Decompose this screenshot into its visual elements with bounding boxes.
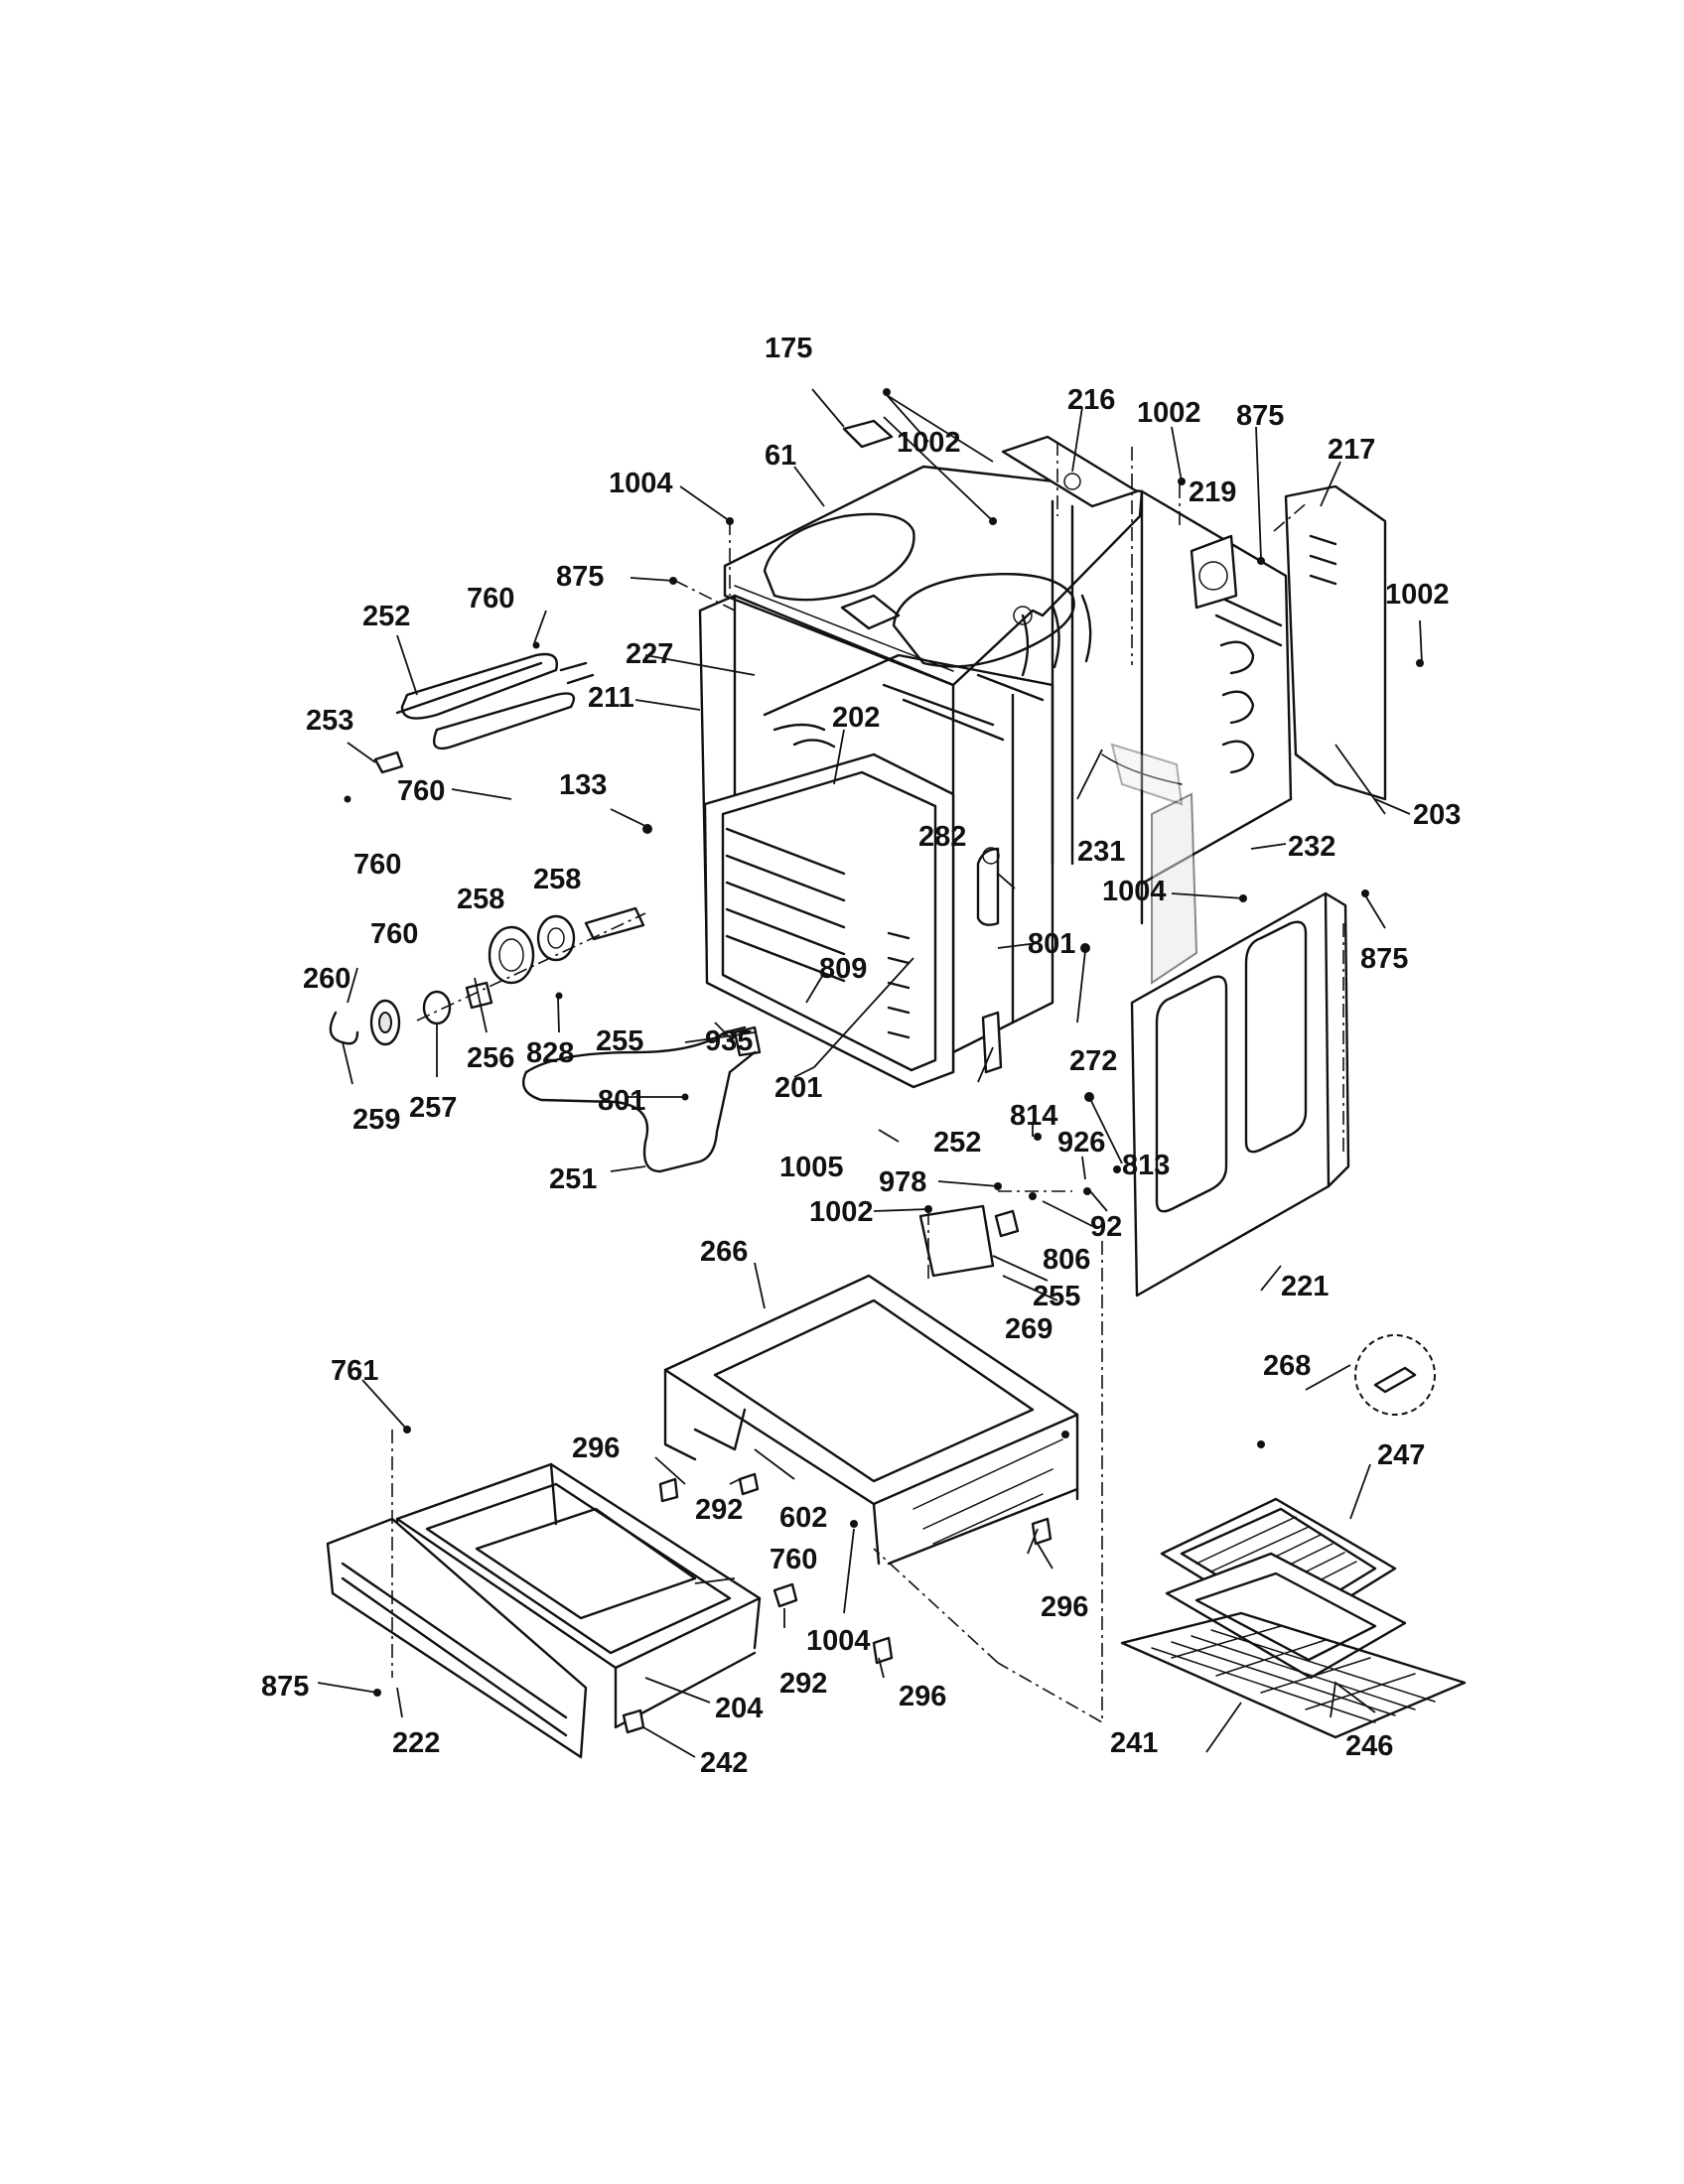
leader-lines	[317, 388, 1423, 1758]
label-211: 211	[588, 682, 634, 714]
label-875-b: 875	[556, 561, 604, 593]
label-292-a: 292	[695, 1494, 743, 1526]
alignment-lines	[391, 442, 1344, 1724]
rear-cover-panel	[1284, 484, 1387, 801]
label-260: 260	[303, 963, 351, 995]
label-760-a: 760	[467, 583, 514, 614]
label-1002-b: 1002	[1137, 397, 1201, 429]
label-231: 231	[1077, 836, 1125, 868]
label-1002-a: 1002	[897, 427, 961, 459]
top-panel	[723, 465, 1144, 687]
label-133: 133	[559, 769, 607, 801]
label-761: 761	[331, 1355, 378, 1387]
label-201: 201	[774, 1072, 822, 1104]
label-266: 266	[700, 1236, 748, 1268]
callout-labels: 175 1002 216 1002 875 217 61 1004 219 10…	[261, 333, 1461, 1779]
label-253: 253	[306, 705, 353, 737]
label-1004-c: 1004	[806, 1625, 871, 1657]
label-255-b: 255	[1033, 1281, 1080, 1312]
label-801-b: 801	[598, 1085, 645, 1117]
oven-light-assembly	[329, 906, 646, 1046]
broil-element	[344, 641, 595, 803]
label-255-a: 255	[596, 1025, 643, 1057]
label-221: 221	[1281, 1271, 1329, 1302]
label-926: 926	[1057, 1127, 1105, 1159]
bake-element	[521, 1025, 762, 1173]
label-252-a: 252	[362, 601, 410, 632]
label-978: 978	[879, 1166, 926, 1198]
label-760-c: 760	[353, 849, 401, 881]
detail-inset	[1354, 1334, 1436, 1416]
label-241: 241	[1110, 1727, 1158, 1759]
label-61: 61	[765, 440, 796, 472]
label-252-b: 252	[933, 1127, 981, 1159]
label-282: 282	[918, 821, 966, 853]
side-panel	[1130, 891, 1350, 1297]
label-92: 92	[1090, 1211, 1122, 1243]
label-202: 202	[832, 702, 880, 734]
label-1002-c: 1002	[1385, 579, 1450, 611]
label-296-a: 296	[572, 1433, 620, 1464]
storage-drawer	[326, 1462, 762, 1759]
label-256: 256	[467, 1042, 514, 1074]
terminal-block	[1190, 534, 1238, 610]
label-806: 806	[1043, 1244, 1090, 1276]
label-828: 828	[526, 1037, 574, 1069]
oven-rack	[1120, 1611, 1467, 1739]
label-813: 813	[1122, 1150, 1170, 1181]
label-216: 216	[1067, 384, 1115, 416]
oven-liner	[763, 594, 1184, 1054]
label-246: 246	[1345, 1730, 1393, 1762]
label-227: 227	[626, 638, 673, 670]
access-cover	[842, 419, 894, 449]
label-259: 259	[352, 1104, 400, 1136]
label-219: 219	[1189, 477, 1236, 508]
label-203: 203	[1413, 799, 1461, 831]
range-base-frame	[663, 1274, 1079, 1566]
label-1002-d: 1002	[809, 1196, 874, 1228]
label-242: 242	[700, 1747, 748, 1779]
label-1004-a: 1004	[609, 468, 673, 499]
hinge-parts	[976, 847, 1003, 1074]
label-247: 247	[1377, 1439, 1425, 1471]
label-251: 251	[549, 1163, 597, 1195]
label-232: 232	[1288, 831, 1335, 863]
label-204: 204	[715, 1693, 763, 1724]
label-258-b: 258	[457, 884, 504, 915]
label-222: 222	[392, 1727, 440, 1759]
label-217: 217	[1328, 434, 1375, 466]
label-760-e: 760	[770, 1544, 817, 1575]
label-175: 175	[765, 333, 812, 364]
label-272: 272	[1069, 1045, 1117, 1077]
label-257: 257	[409, 1092, 457, 1124]
label-268: 268	[1263, 1350, 1311, 1382]
label-1004-b: 1004	[1102, 876, 1167, 907]
label-760-d: 760	[370, 918, 418, 950]
label-1005: 1005	[779, 1152, 844, 1183]
label-269: 269	[1005, 1313, 1052, 1345]
oven-front-frame	[703, 752, 955, 1089]
label-935: 935	[705, 1025, 753, 1057]
label-809: 809	[819, 953, 867, 985]
label-296-b: 296	[1041, 1591, 1088, 1623]
label-258-a: 258	[533, 864, 581, 895]
label-760-b: 760	[397, 775, 445, 807]
label-875-c: 875	[1360, 943, 1408, 975]
label-602: 602	[779, 1502, 827, 1534]
label-296-c: 296	[899, 1681, 946, 1712]
label-814: 814	[1010, 1100, 1057, 1132]
vent-bracket	[1001, 435, 1139, 508]
label-875-a: 875	[1236, 400, 1284, 432]
label-292-b: 292	[779, 1668, 827, 1700]
label-875-d: 875	[261, 1671, 309, 1703]
label-801-a: 801	[1028, 928, 1075, 960]
